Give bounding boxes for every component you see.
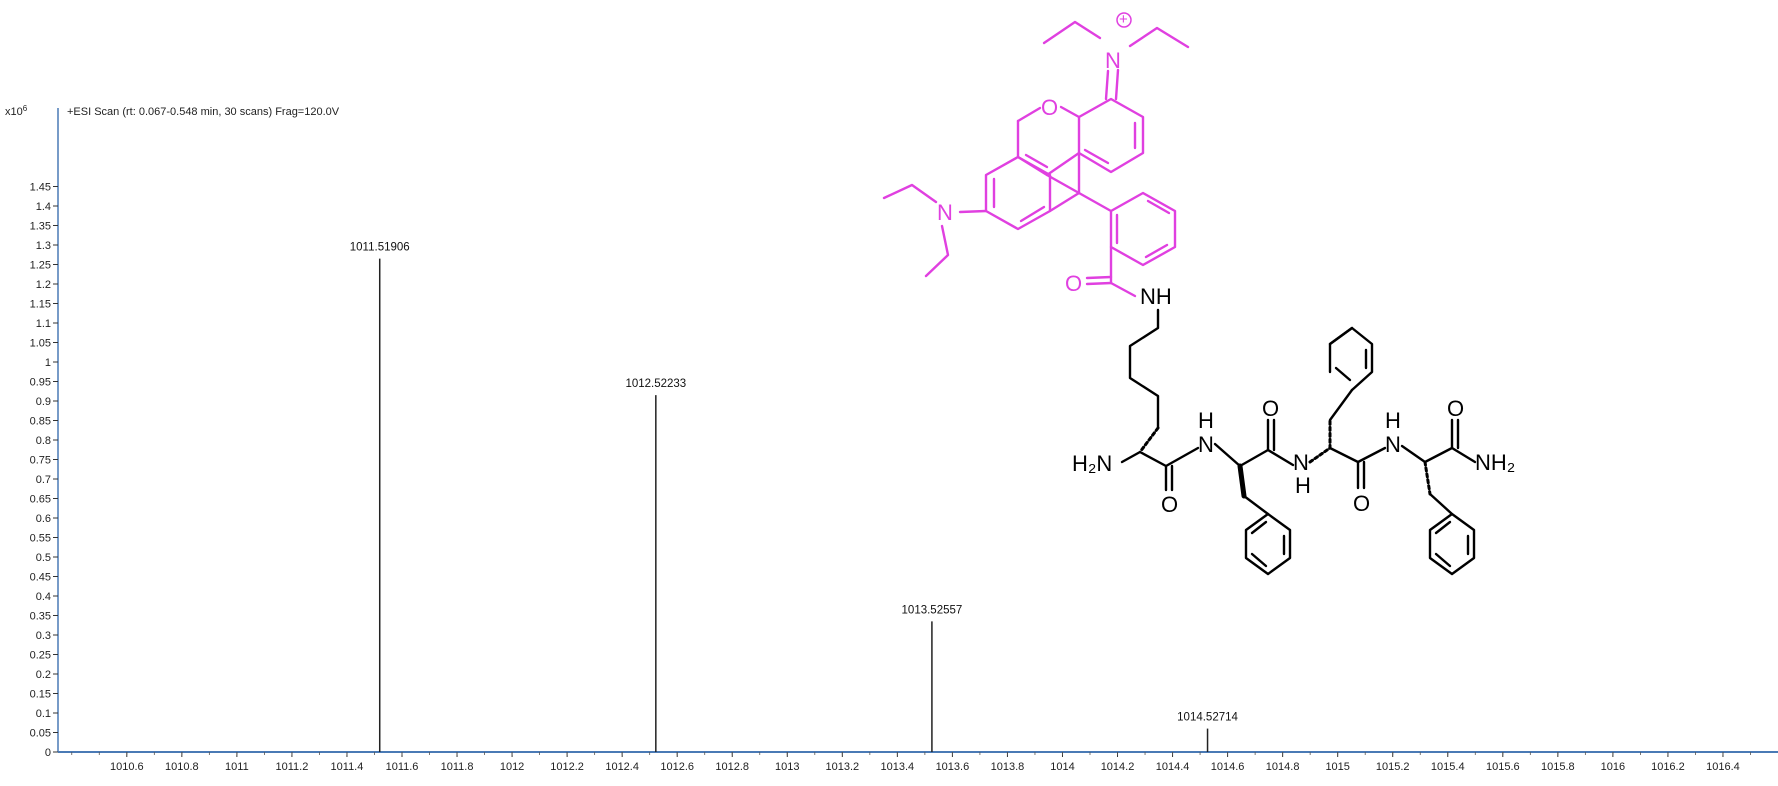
x-tick-label: 1012.6 bbox=[660, 761, 694, 773]
y-tick-label: 0.9 bbox=[36, 396, 51, 408]
y-tick-label: 0.85 bbox=[30, 416, 51, 428]
left-nitrogen-label: N bbox=[937, 200, 953, 225]
x-tick-label: 1013.8 bbox=[991, 761, 1025, 773]
y-tick-label: 1.05 bbox=[30, 338, 51, 350]
carbonyl-o4-label: O bbox=[1447, 396, 1464, 421]
x-tick-label: 1014 bbox=[1050, 761, 1074, 773]
amide-nh-label: NH bbox=[1140, 284, 1172, 309]
amide-n1-label: N bbox=[1198, 432, 1214, 457]
y-tick-label: 0.5 bbox=[36, 552, 51, 564]
x-tick-label: 1015.2 bbox=[1376, 761, 1410, 773]
x-tick-label: 1014.6 bbox=[1211, 761, 1245, 773]
x-tick-label: 1013.6 bbox=[936, 761, 970, 773]
amide-h3-label: H bbox=[1385, 408, 1401, 433]
x-tick-label: 1012.8 bbox=[715, 761, 749, 773]
x-ticks: 1010.6 1010.8 1011 1011.2 1011.4 1011.6 1011.8… bbox=[71, 752, 1751, 773]
y-tick-label: 1.1 bbox=[36, 318, 51, 330]
x-tick-label: 1011 bbox=[225, 761, 249, 773]
y-tick-label: 0.55 bbox=[30, 533, 51, 545]
y-tick-label: 1.3 bbox=[36, 240, 51, 252]
carbonyl-o3-label: O bbox=[1353, 491, 1370, 516]
y-tick-label: 0.35 bbox=[30, 611, 51, 623]
x-tick-label: 1012 bbox=[500, 761, 524, 773]
x-tick-label: 1015.6 bbox=[1486, 761, 1520, 773]
y-tick-label: 1.25 bbox=[30, 260, 51, 272]
n-plus-label: N bbox=[1105, 48, 1121, 73]
y-tick-label: 0.05 bbox=[30, 728, 51, 740]
y-tick-label: 1.2 bbox=[36, 279, 51, 291]
y-tick-label: 1.4 bbox=[36, 201, 51, 213]
y-tick-label: 0.25 bbox=[30, 650, 51, 662]
y-tick-label: 1.35 bbox=[30, 221, 51, 233]
x-tick-label: 1016.2 bbox=[1651, 761, 1685, 773]
x-tick-label: 1011.8 bbox=[441, 761, 474, 773]
molecular-structure: N + O N O NH H₂N H N O O N H O H N O NH₂ bbox=[882, 11, 1515, 576]
plus-label: + bbox=[1119, 11, 1128, 28]
peak-label: 1014.52714 bbox=[1177, 712, 1238, 724]
scan-header: +ESI Scan (rt: 0.067-0.548 min, 30 scans… bbox=[67, 106, 340, 118]
amide-oxygen-label: O bbox=[1065, 271, 1082, 296]
peak-label: 1012.52233 bbox=[625, 378, 686, 390]
y-tick-label: 0.75 bbox=[30, 455, 51, 467]
peak-label: 1011.51906 bbox=[350, 242, 410, 254]
y-tick-label: 0.8 bbox=[36, 435, 51, 447]
carbonyl-o1-label: O bbox=[1161, 492, 1178, 517]
y-tick-label: 0.2 bbox=[36, 669, 51, 681]
peaks: 1011.51906 1012.52233 1013.52557 1014.52714 bbox=[350, 242, 1239, 752]
x-tick-label: 1015.8 bbox=[1541, 761, 1575, 773]
x-tick-label: 1016.4 bbox=[1706, 761, 1740, 773]
ring-oxygen-label: O bbox=[1041, 95, 1058, 120]
y-tick-label: 0.6 bbox=[36, 513, 51, 525]
y-tick-label: 1.45 bbox=[30, 182, 51, 194]
carbonyl-o2-label: O bbox=[1262, 396, 1279, 421]
peak-label: 1013.52557 bbox=[902, 604, 963, 616]
x-tick-label: 1012.2 bbox=[550, 761, 584, 773]
peptide-chain bbox=[1120, 308, 1477, 576]
x-tick-label: 1014.8 bbox=[1266, 761, 1300, 773]
y-exponent-label: x106 bbox=[5, 104, 28, 118]
x-tick-label: 1012.4 bbox=[605, 761, 639, 773]
y-tick-label: 0 bbox=[45, 747, 51, 759]
h2n-label: H₂N bbox=[1072, 451, 1112, 476]
x-tick-label: 1016 bbox=[1601, 761, 1625, 773]
x-tick-label: 1014.4 bbox=[1156, 761, 1190, 773]
y-tick-label: 1.15 bbox=[30, 299, 51, 311]
y-tick-label: 0.15 bbox=[30, 689, 51, 701]
y-tick-label: 1 bbox=[45, 357, 51, 369]
x-tick-label: 1013.2 bbox=[825, 761, 859, 773]
x-tick-label: 1015.4 bbox=[1431, 761, 1465, 773]
x-tick-label: 1010.8 bbox=[165, 761, 199, 773]
x-tick-label: 1011.4 bbox=[331, 761, 364, 773]
x-tick-label: 1014.2 bbox=[1101, 761, 1135, 773]
x-tick-label: 1013 bbox=[775, 761, 799, 773]
y-tick-label: 0.45 bbox=[30, 572, 51, 584]
x-tick-label: 1011.2 bbox=[276, 761, 309, 773]
x-tick-label: 1015 bbox=[1325, 761, 1349, 773]
axes bbox=[57, 108, 1778, 753]
x-tick-label: 1013.4 bbox=[881, 761, 915, 773]
y-tick-label: 0.4 bbox=[36, 591, 51, 603]
y-tick-label: 0.1 bbox=[36, 708, 51, 720]
y-tick-label: 0.65 bbox=[30, 494, 51, 506]
amide-h2-label: H bbox=[1295, 473, 1311, 498]
terminal-nh2-label: NH₂ bbox=[1475, 450, 1515, 475]
rhodamine-dye bbox=[882, 20, 1190, 298]
amide-n2-label: N bbox=[1293, 450, 1309, 475]
y-ticks: 0 0.05 0.1 0.15 0.2 0.25 0.3 0.35 0.4 0.45 0.5 0.55… bbox=[30, 182, 58, 759]
y-tick-label: 0.3 bbox=[36, 630, 51, 642]
amide-n3-label: N bbox=[1385, 432, 1401, 457]
amide-h1-label: H bbox=[1198, 408, 1214, 433]
x-tick-label: 1010.6 bbox=[110, 761, 144, 773]
y-tick-label: 0.7 bbox=[36, 474, 51, 486]
y-tick-label: 0.95 bbox=[30, 377, 51, 389]
x-tick-label: 1011.6 bbox=[386, 761, 419, 773]
